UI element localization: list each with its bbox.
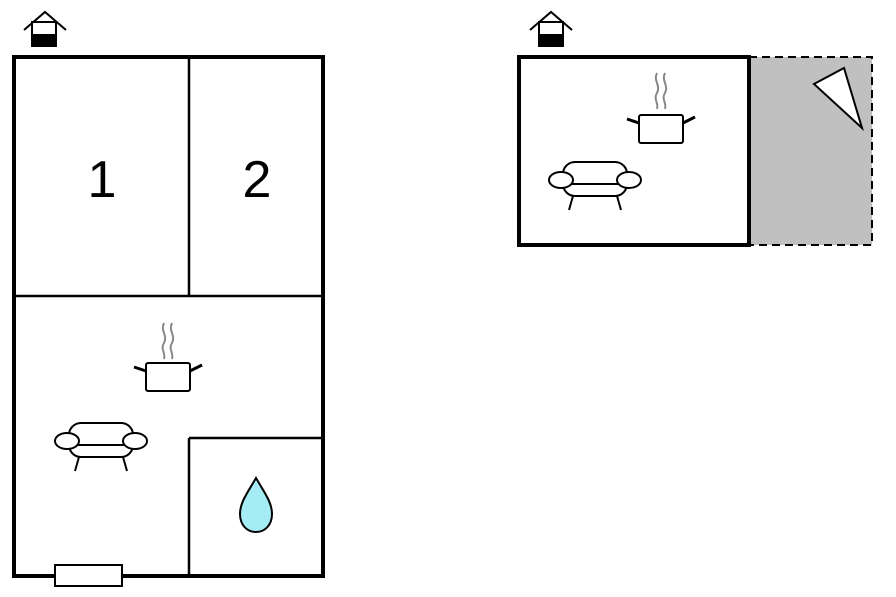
floor-right-outline bbox=[517, 55, 751, 247]
room-label-2: 2 bbox=[243, 151, 272, 209]
sofa-icon bbox=[548, 161, 642, 211]
terrace-area bbox=[748, 56, 873, 246]
floor-left: 1 2 bbox=[12, 10, 325, 587]
triangle-icon bbox=[812, 66, 865, 132]
sofa-icon bbox=[54, 422, 148, 472]
floor-left-outline bbox=[12, 55, 325, 578]
water-drop-icon bbox=[238, 475, 274, 534]
house-level-icon bbox=[23, 10, 67, 47]
floor-right bbox=[517, 10, 873, 247]
cooking-pot-icon bbox=[626, 72, 696, 144]
door-icon bbox=[54, 564, 123, 587]
house-level-icon bbox=[529, 10, 573, 47]
room-label-1: 1 bbox=[88, 151, 117, 209]
cooking-pot-icon bbox=[133, 322, 203, 392]
